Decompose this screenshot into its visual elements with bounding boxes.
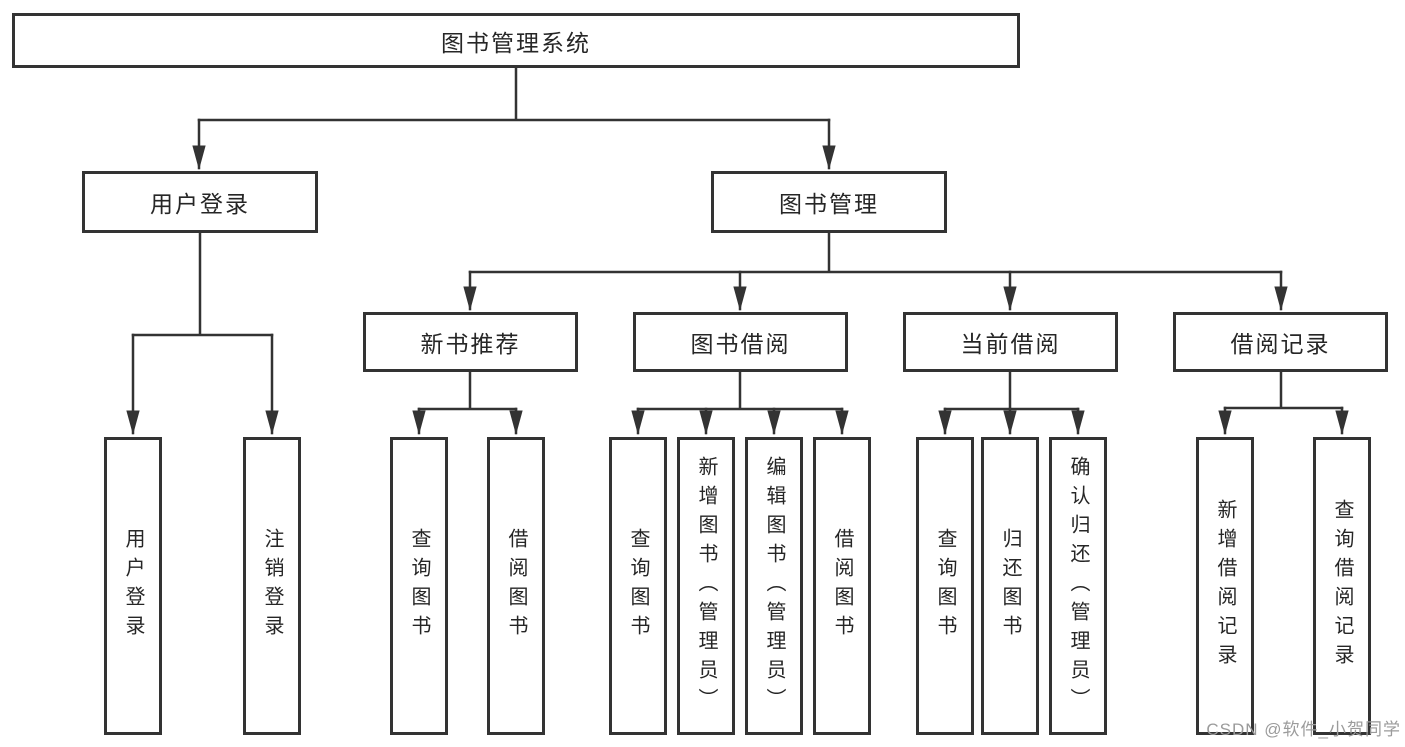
- node-book-management: 图书管理: [711, 171, 947, 233]
- leaf-confirm-return-admin: 确认归还（管理员）: [1049, 437, 1107, 735]
- node-label: 确认归还（管理员）: [1067, 455, 1089, 717]
- node-book-borrowing: 图书借阅: [633, 312, 848, 372]
- node-label: 查询图书: [408, 528, 430, 644]
- node-label: 注销登录: [261, 528, 283, 644]
- node-label: 借阅图书: [831, 528, 853, 644]
- csdn-watermark: CSDN @软件_小贺同学: [1206, 720, 1401, 739]
- leaf-borrow-books: 借阅图书: [487, 437, 545, 735]
- leaf-logout: 注销登录: [243, 437, 301, 735]
- leaf-add-book-admin: 新增图书（管理员）: [677, 437, 735, 735]
- node-label: 借阅图书: [505, 528, 527, 644]
- node-label: 用户登录: [150, 191, 250, 217]
- node-borrowing-records: 借阅记录: [1173, 312, 1388, 372]
- leaf-query-books: 查询图书: [390, 437, 448, 735]
- leaf-query-books: 查询图书: [609, 437, 667, 735]
- node-label: 新增图书（管理员）: [695, 455, 717, 717]
- node-label: 用户登录: [122, 528, 144, 644]
- leaf-query-books: 查询图书: [916, 437, 974, 735]
- node-user-login: 用户登录: [82, 171, 318, 233]
- node-label: 当前借阅: [960, 331, 1061, 357]
- node-label: 查询图书: [934, 528, 956, 644]
- node-label: 图书管理系统: [441, 29, 591, 56]
- leaf-query-borrow-record: 查询借阅记录: [1313, 437, 1371, 735]
- node-label: 归还图书: [999, 528, 1021, 644]
- leaf-edit-book-admin: 编辑图书（管理员）: [745, 437, 803, 735]
- node-library-management-system: 图书管理系统: [12, 13, 1020, 68]
- node-label: 图书借阅: [690, 331, 791, 357]
- node-label: 查询图书: [627, 528, 649, 644]
- node-label: 新增借阅记录: [1214, 499, 1236, 673]
- leaf-borrow-books: 借阅图书: [813, 437, 871, 735]
- node-label: 新书推荐: [420, 331, 521, 357]
- node-label: 编辑图书（管理员）: [763, 455, 785, 717]
- node-current-borrowing: 当前借阅: [903, 312, 1118, 372]
- node-label: 图书管理: [779, 191, 879, 217]
- node-label: 查询借阅记录: [1331, 499, 1353, 673]
- node-new-book-recommendation: 新书推荐: [363, 312, 578, 372]
- leaf-user-login: 用户登录: [104, 437, 162, 735]
- leaf-return-book: 归还图书: [981, 437, 1039, 735]
- leaf-add-borrow-record: 新增借阅记录: [1196, 437, 1254, 735]
- node-label: 借阅记录: [1230, 331, 1331, 357]
